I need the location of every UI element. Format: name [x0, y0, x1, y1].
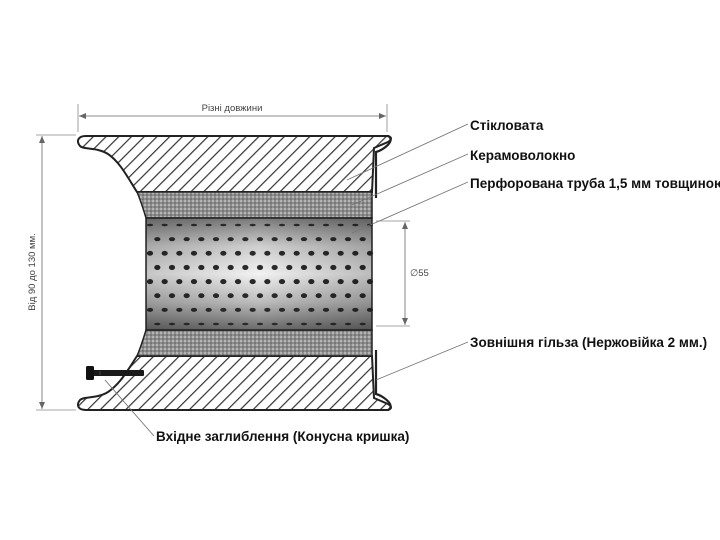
shell-rim-bottom: [374, 350, 392, 411]
height-dimension-label: Від 90 до 130 мм.: [27, 233, 38, 311]
label-inlet-recess: Вхідне заглиблення (Конусна кришка): [156, 429, 409, 444]
ceramic-fiber-bottom: [135, 329, 373, 357]
label-perforated-tube: Перфорована труба 1,5 мм товщиною: [470, 176, 720, 191]
height-dimension: Від 90 до 130 мм.: [27, 134, 76, 411]
diameter-dimension: ∅55: [376, 220, 429, 327]
label-ceramic-fiber: Керамоволокно: [470, 148, 575, 163]
shell-rim-top: [374, 135, 392, 198]
length-dimension-label: Різні довжини: [202, 103, 263, 114]
perforated-tube: [145, 217, 374, 331]
diameter-dimension-label: ∅55: [410, 268, 429, 279]
leader-lines: [104, 123, 469, 437]
label-fiberglass: Стікловата: [470, 118, 544, 133]
label-outer-shell: Зовнішня гільза (Нержовійка 2 мм.): [470, 335, 707, 350]
outer-shell-bottom: [77, 355, 392, 411]
mounting-bolt: [86, 366, 144, 380]
ceramic-fiber-top: [135, 191, 373, 219]
length-dimension: Різні довжини: [77, 103, 388, 132]
outer-shell-top: [77, 135, 392, 193]
